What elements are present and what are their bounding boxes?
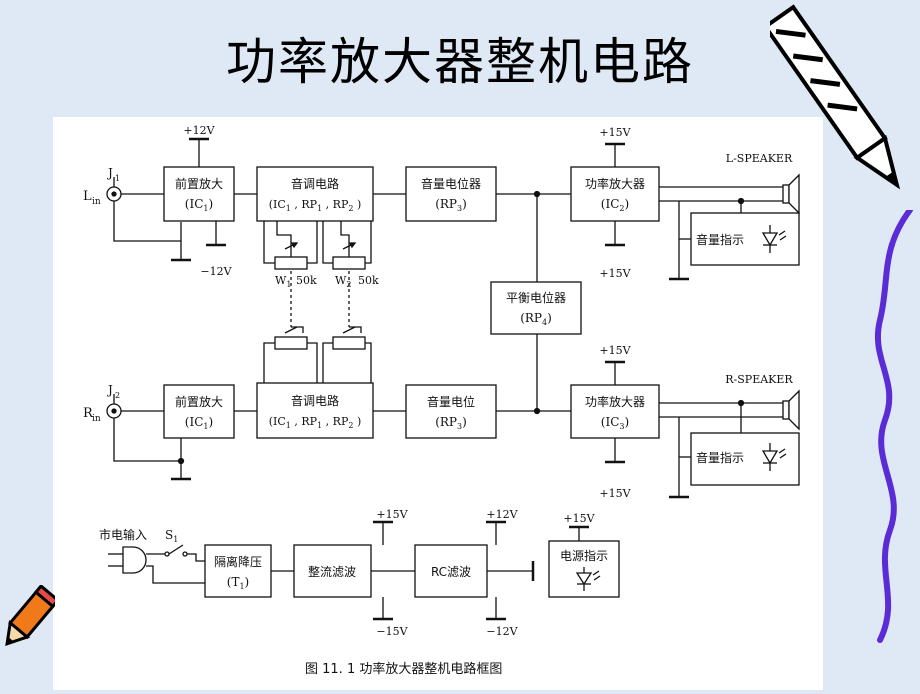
svg-text:功率放大器: 功率放大器 [585,176,645,191]
svg-text:−15V: −15V [376,625,408,638]
mains-plug-icon [108,546,147,574]
bottom-volume-indicator [690,432,800,486]
bottom-channel: R in J 2 前置放大 (IC1) 音调电路 (IC1 , RP1 , RP… [83,326,800,500]
svg-text:电源指示: 电源指示 [560,548,608,563]
svg-text:S1: S1 [165,528,178,544]
svg-text:−12V: −12V [200,265,232,278]
pot-w2: W2 50k [322,221,379,289]
svg-text:J: J [106,383,113,397]
svg-text:+12V: +12V [486,508,518,521]
svg-text:(T1): (T1) [227,575,249,591]
svg-text:+15V: +15V [599,267,631,280]
top-led-icon [761,225,787,253]
power-supply: 市电输入 S1 隔离降压 (T1) 整流滤波 +15V −15V RC滤波 +1… [99,508,620,638]
svg-text:50k: 50k [358,274,379,287]
svg-text:音调电路: 音调电路 [291,176,339,191]
bottom-volume-block [405,384,497,439]
top-tone-block [256,166,374,222]
bottom-preamp-block [163,384,235,439]
figure-caption: 图 11. 1 功率放大器整机电路框图 [305,661,502,677]
power-led-icon [575,567,601,591]
isolation-transformer-block [204,544,272,598]
svg-text:−12V: −12V [486,625,518,638]
svg-text:(IC3): (IC3) [601,415,629,431]
bottom-led-icon [761,443,787,471]
pot-w1-bottom [263,326,318,383]
svg-text:(IC1): (IC1) [185,415,213,431]
svg-text:in: in [92,414,101,424]
svg-text:+15V: +15V [599,126,631,139]
top-volume-block [405,166,497,222]
svg-text:L-SPEAKER: L-SPEAKER [726,152,793,165]
svg-text:音量指示: 音量指示 [696,232,744,247]
bottom-tone-block [256,382,374,439]
pot-w2-bottom [322,326,372,383]
svg-text:1: 1 [115,174,120,183]
svg-text:W1: W1 [275,274,291,289]
svg-text:W2: W2 [335,274,351,289]
svg-text:(IC2): (IC2) [601,197,629,213]
svg-text:(IC1 , RP1 , RP2 ): (IC1 , RP1 , RP2 ) [269,198,362,213]
svg-text:音量指示: 音量指示 [696,450,744,465]
top-preamp-block [163,166,235,222]
svg-text:R-SPEAKER: R-SPEAKER [725,373,793,386]
svg-text:平衡电位器: 平衡电位器 [506,290,566,305]
svg-text:音量电位器: 音量电位器 [421,176,481,191]
svg-text:前置放大: 前置放大 [175,394,223,409]
svg-text:RC滤波: RC滤波 [431,565,471,579]
pencil-decoration [5,585,55,646]
right-speaker-icon [782,389,800,431]
svg-text:市电输入: 市电输入 [99,527,147,542]
svg-text:+15V: +15V [599,487,631,500]
svg-text:in: in [92,197,101,207]
svg-text:50k: 50k [296,274,317,287]
svg-text:+15V: +15V [599,344,631,357]
svg-text:隔离降压: 隔离降压 [214,554,262,569]
svg-text:2: 2 [115,391,120,400]
svg-text:前置放大: 前置放大 [175,176,223,191]
svg-text:音调电路: 音调电路 [291,393,339,408]
svg-text:音量电位: 音量电位 [427,394,475,409]
svg-text:功率放大器: 功率放大器 [585,394,645,409]
svg-text:+12V: +12V [183,124,215,137]
wave-decoration [875,210,913,643]
svg-text:(RP4): (RP4) [520,311,552,327]
bottom-power-amp-block [570,384,660,439]
svg-text:整流滤波: 整流滤波 [308,564,356,579]
svg-text:(RP3): (RP3) [435,197,467,213]
right-input-label: R [83,406,94,421]
pen-decoration [770,4,900,190]
svg-text:(IC1): (IC1) [185,197,213,213]
balance-pot: 平衡电位器 (RP4) [490,194,582,410]
top-channel: L in J 1 前置放大 (IC1) +12V −12V 音调电路 (IC1 … [83,124,800,327]
circuit-block-diagram: L in J 1 前置放大 (IC1) +12V −12V 音调电路 (IC1 … [53,117,823,690]
svg-text:(RP3): (RP3) [435,415,467,431]
svg-text:J: J [106,166,113,180]
power-led-block [548,540,620,598]
left-input-label: L [83,189,92,204]
slide-title: 功率放大器整机电路 [226,33,694,91]
svg-text:+15V: +15V [376,508,408,521]
top-power-amp-block [570,166,660,222]
svg-text:(IC1 , RP1 , RP2 ): (IC1 , RP1 , RP2 ) [269,415,362,430]
svg-text:+15V: +15V [563,512,595,525]
